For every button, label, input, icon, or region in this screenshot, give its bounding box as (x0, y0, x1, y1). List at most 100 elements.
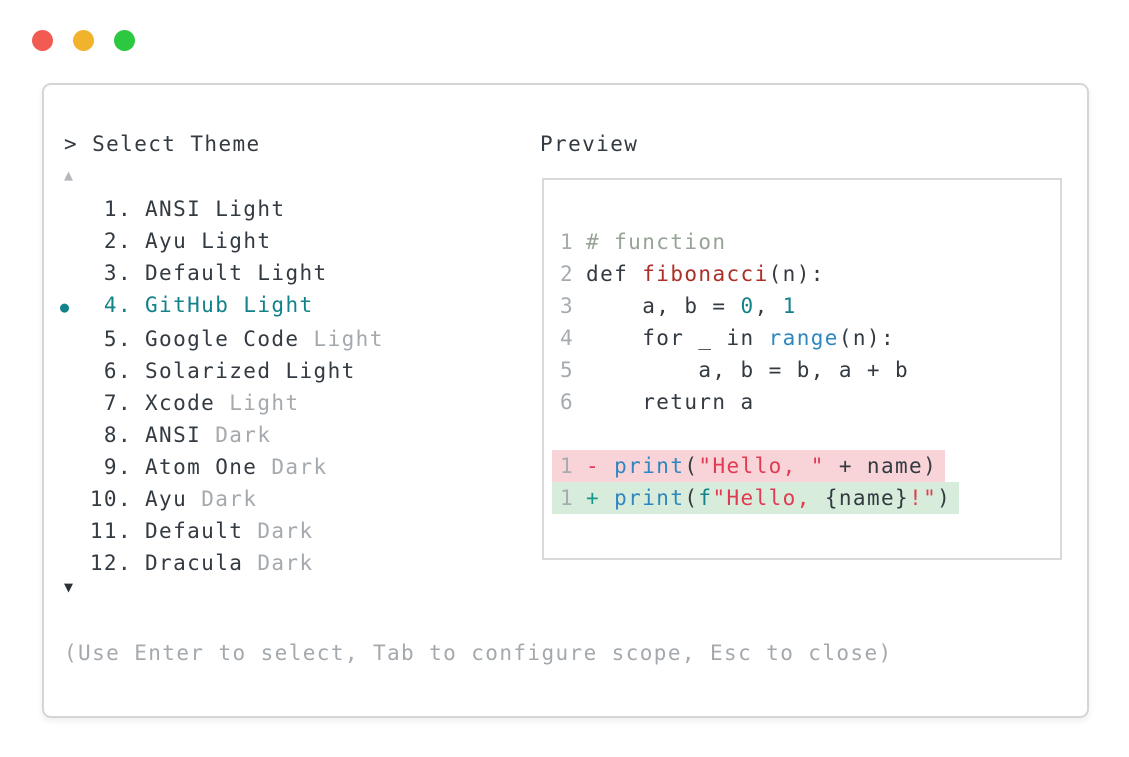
theme-item-github-light[interactable]: ● 4. GitHub Light (56, 289, 384, 323)
theme-item-name: Default (145, 519, 258, 543)
blank-line (586, 422, 600, 446)
code-tokens: return a (586, 390, 755, 414)
code-line: 4 for _ in range(n): (560, 322, 895, 354)
line-number: 1 (560, 486, 575, 510)
token-plain: return a (586, 390, 755, 414)
token-plain: a, b = b, a + b (586, 358, 910, 382)
theme-item-number: 12. (89, 551, 132, 575)
theme-item-dracula-dark[interactable]: 12.Dracula Dark (56, 547, 384, 579)
theme-item-number: 7. (103, 391, 132, 415)
theme-item-suffix: Dark (271, 455, 328, 479)
zoom-window-button[interactable] (114, 30, 135, 51)
token-func: fibonacci (642, 262, 769, 286)
theme-item-number: 11. (89, 519, 132, 543)
theme-item-number: 6. (103, 359, 132, 383)
line-number: 1 (560, 454, 575, 478)
theme-item-suffix: Light (215, 197, 286, 221)
code-tokens: a, b = b, a + b (586, 358, 909, 382)
token-string: !" (909, 486, 938, 510)
diff-line-added: 1 + print(f"Hello, {name}!") (552, 482, 960, 514)
code-tokens: for _ in range(n): (586, 326, 895, 350)
code-tokens: a, b = 0, 1 (586, 294, 797, 318)
token-plain: (n): (768, 262, 825, 286)
token-plain: for _ in (586, 326, 769, 350)
theme-item-solarized-light[interactable]: 6. Solarized Light (56, 355, 384, 387)
theme-item-suffix: Light (201, 229, 272, 253)
token-builtin: print (614, 486, 685, 510)
theme-item-ansi-light[interactable]: 1. ANSI Light (56, 193, 384, 225)
theme-item-suffix: Dark (257, 519, 314, 543)
token-string: "Hello, (712, 486, 825, 510)
theme-item-number: 1. (103, 197, 132, 221)
minimize-window-button[interactable] (73, 30, 94, 51)
token-plain: ) (937, 486, 952, 510)
theme-item-ayu-dark[interactable]: 10.Ayu Dark (56, 483, 384, 515)
token-builtin: range (768, 326, 839, 350)
code-tokens: def fibonacci(n): (586, 262, 825, 286)
theme-item-number: 5. (103, 327, 132, 351)
window-controls (32, 30, 135, 51)
token-builtin: print (614, 454, 685, 478)
code-line: 2 def fibonacci(n): (560, 258, 825, 290)
token-string: "Hello, " (698, 454, 825, 478)
theme-item-name: Dracula (145, 551, 258, 575)
theme-item-ayu-light[interactable]: 2. Ayu Light (56, 225, 384, 257)
theme-item-name: Ayu (145, 229, 202, 253)
token-number: 1 (782, 294, 797, 318)
theme-list: 1. ANSI Light 2. Ayu Light 3. Default Light ● 4… (56, 193, 384, 579)
theme-item-default-light[interactable]: 3. Default Light (56, 257, 384, 289)
selected-bullet-icon: ● (60, 298, 71, 316)
theme-item-suffix: Dark (215, 423, 272, 447)
theme-item-name: Ayu (145, 487, 202, 511)
token-plain: ( (684, 486, 699, 510)
token-plain: def (586, 262, 643, 286)
line-number: 6 (560, 390, 575, 414)
theme-item-name: ANSI (145, 197, 216, 221)
theme-item-name: Default (145, 261, 258, 285)
theme-item-default-dark[interactable]: 11. Default Dark (56, 515, 384, 547)
code-tokens: - print("Hello, " + name) (586, 454, 937, 478)
theme-item-number: 2. (103, 229, 132, 253)
token-comment: # function (586, 230, 727, 254)
theme-item-name: Google Code (145, 327, 314, 351)
theme-item-atom-one-dark[interactable]: 9. Atom One Dark (56, 451, 384, 483)
scroll-down-indicator[interactable]: ▼ (64, 578, 75, 596)
theme-item-ansi-dark[interactable]: 8.ANSI Dark (56, 419, 384, 451)
theme-item-number: 4. (103, 293, 132, 317)
line-number: 5 (560, 358, 575, 382)
theme-item-suffix: Light (257, 261, 328, 285)
theme-item-suffix: Light (313, 327, 384, 351)
line-number: 2 (560, 262, 575, 286)
code-line (560, 418, 600, 450)
theme-item-suffix: Light (285, 359, 356, 383)
theme-item-suffix: Light (243, 293, 314, 317)
token-fprefix: f (698, 486, 713, 510)
theme-item-name: Atom One (145, 455, 272, 479)
close-window-button[interactable] (32, 30, 53, 51)
token-plain: , (754, 294, 783, 318)
diff-line-removed: 1 - print("Hello, " + name) (552, 450, 946, 482)
theme-item-number: 10. (89, 487, 132, 511)
theme-item-number: 9. (103, 455, 132, 479)
theme-item-xcode-light[interactable]: 7.Xcode Light (56, 387, 384, 419)
select-theme-prompt: > Select Theme (64, 132, 261, 156)
token-plain: {name} (824, 486, 910, 510)
scroll-up-indicator[interactable]: ▲ (64, 166, 75, 184)
theme-item-name: Solarized (145, 359, 286, 383)
line-number: 1 (560, 230, 575, 254)
token-plain: (n): (838, 326, 896, 350)
theme-item-google-code-light[interactable]: 5. Google Code Light (56, 323, 384, 355)
token-diff-plus: + (586, 486, 615, 510)
line-number: 3 (560, 294, 575, 318)
token-plain: a, b = (586, 294, 741, 318)
theme-item-number: 3. (103, 261, 132, 285)
theme-item-name: Xcode (145, 391, 230, 415)
code-line: 5 a, b = b, a + b (560, 354, 909, 386)
line-number: 4 (560, 326, 575, 350)
code-line: 6 return a (560, 386, 755, 418)
keyboard-hint: (Use Enter to select, Tab to configure s… (64, 641, 893, 665)
token-plain: + name) (824, 454, 938, 478)
theme-item-name: GitHub (145, 293, 244, 317)
